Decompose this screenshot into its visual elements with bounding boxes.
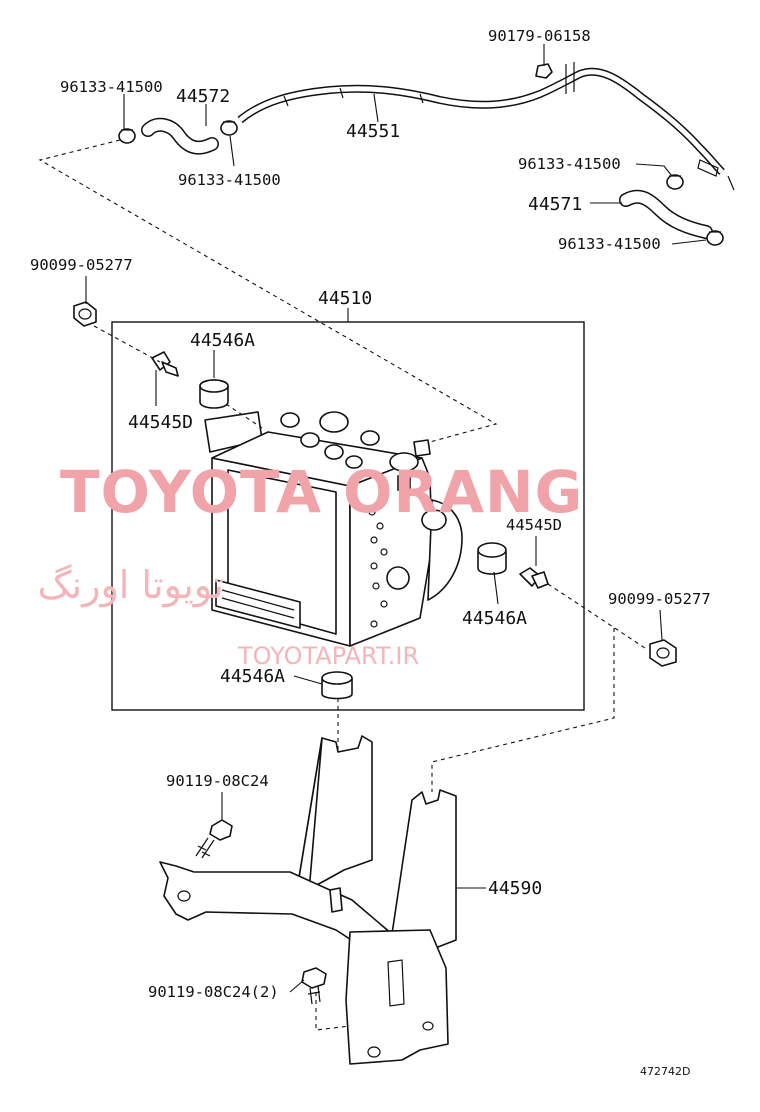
nut-icon[interactable] bbox=[535, 63, 553, 79]
label-96133-41500: 96133-41500 bbox=[60, 78, 163, 96]
label-44546A: 44546A bbox=[190, 330, 255, 351]
watermark-persian: تویوتا اورنگ bbox=[38, 563, 225, 608]
leader-lines bbox=[85, 44, 707, 993]
label-44571: 44571 bbox=[528, 194, 582, 215]
label-96133-41500: 96133-41500 bbox=[178, 171, 281, 189]
brake-tube-44551[interactable] bbox=[237, 62, 735, 191]
cushion-44546A-icon[interactable] bbox=[321, 671, 353, 700]
label-44590: 44590 bbox=[488, 878, 542, 899]
label-90099-05277: 90099-05277 bbox=[608, 590, 711, 608]
label-96133-41500: 96133-41500 bbox=[558, 235, 661, 253]
label-44545D: 44545D bbox=[128, 412, 193, 433]
hose-clip-icon[interactable] bbox=[706, 230, 724, 246]
label-44546A: 44546A bbox=[462, 608, 527, 629]
label-96133-41500: 96133-41500 bbox=[518, 155, 621, 173]
nut-90099-05277-icon[interactable] bbox=[73, 301, 97, 327]
cushion-44546A-icon[interactable] bbox=[199, 379, 229, 409]
stud-bolt-44545D-icon[interactable] bbox=[519, 567, 549, 589]
label-44546A: 44546A bbox=[220, 666, 285, 687]
label-90119-08C24: 90119-08C24 bbox=[166, 772, 269, 790]
assembly-line bbox=[547, 583, 649, 651]
stud-bolt-44545D-icon[interactable] bbox=[151, 351, 179, 377]
nut-90099-05277-icon[interactable] bbox=[649, 639, 677, 667]
hose-44572[interactable] bbox=[141, 117, 219, 155]
bracket-44590[interactable] bbox=[159, 735, 457, 1065]
cushion-44546A-icon[interactable] bbox=[477, 542, 507, 575]
label-90179-06158: 90179-06158 bbox=[488, 27, 591, 45]
label-44545D: 44545D bbox=[506, 516, 562, 534]
bolt-90119-08C24-icon[interactable] bbox=[195, 819, 233, 859]
hose-clip-icon[interactable] bbox=[118, 128, 136, 144]
watermark-url: TOYOTAPART.IR bbox=[237, 642, 419, 670]
label-44551: 44551 bbox=[346, 121, 400, 142]
watermark-brand: TOYOTA ORANG bbox=[60, 458, 583, 526]
label-90099-05277: 90099-05277 bbox=[30, 256, 133, 274]
label-90119-08C24-qty: 90119-08C24(2) bbox=[148, 983, 279, 1001]
hose-clip-icon[interactable] bbox=[666, 174, 684, 190]
bolt-90119-08C24-icon[interactable] bbox=[301, 967, 327, 1005]
label-44510: 44510 bbox=[318, 288, 372, 309]
label-44572: 44572 bbox=[176, 86, 230, 107]
hose-clip-icon[interactable] bbox=[220, 120, 238, 136]
figure-id: 472742D bbox=[640, 1065, 690, 1078]
assembly-line bbox=[93, 325, 161, 363]
assembly-line bbox=[38, 139, 498, 443]
hose-44571[interactable] bbox=[619, 189, 713, 239]
assembly-line bbox=[315, 992, 351, 1031]
abs-actuator-body[interactable] bbox=[204, 411, 463, 647]
